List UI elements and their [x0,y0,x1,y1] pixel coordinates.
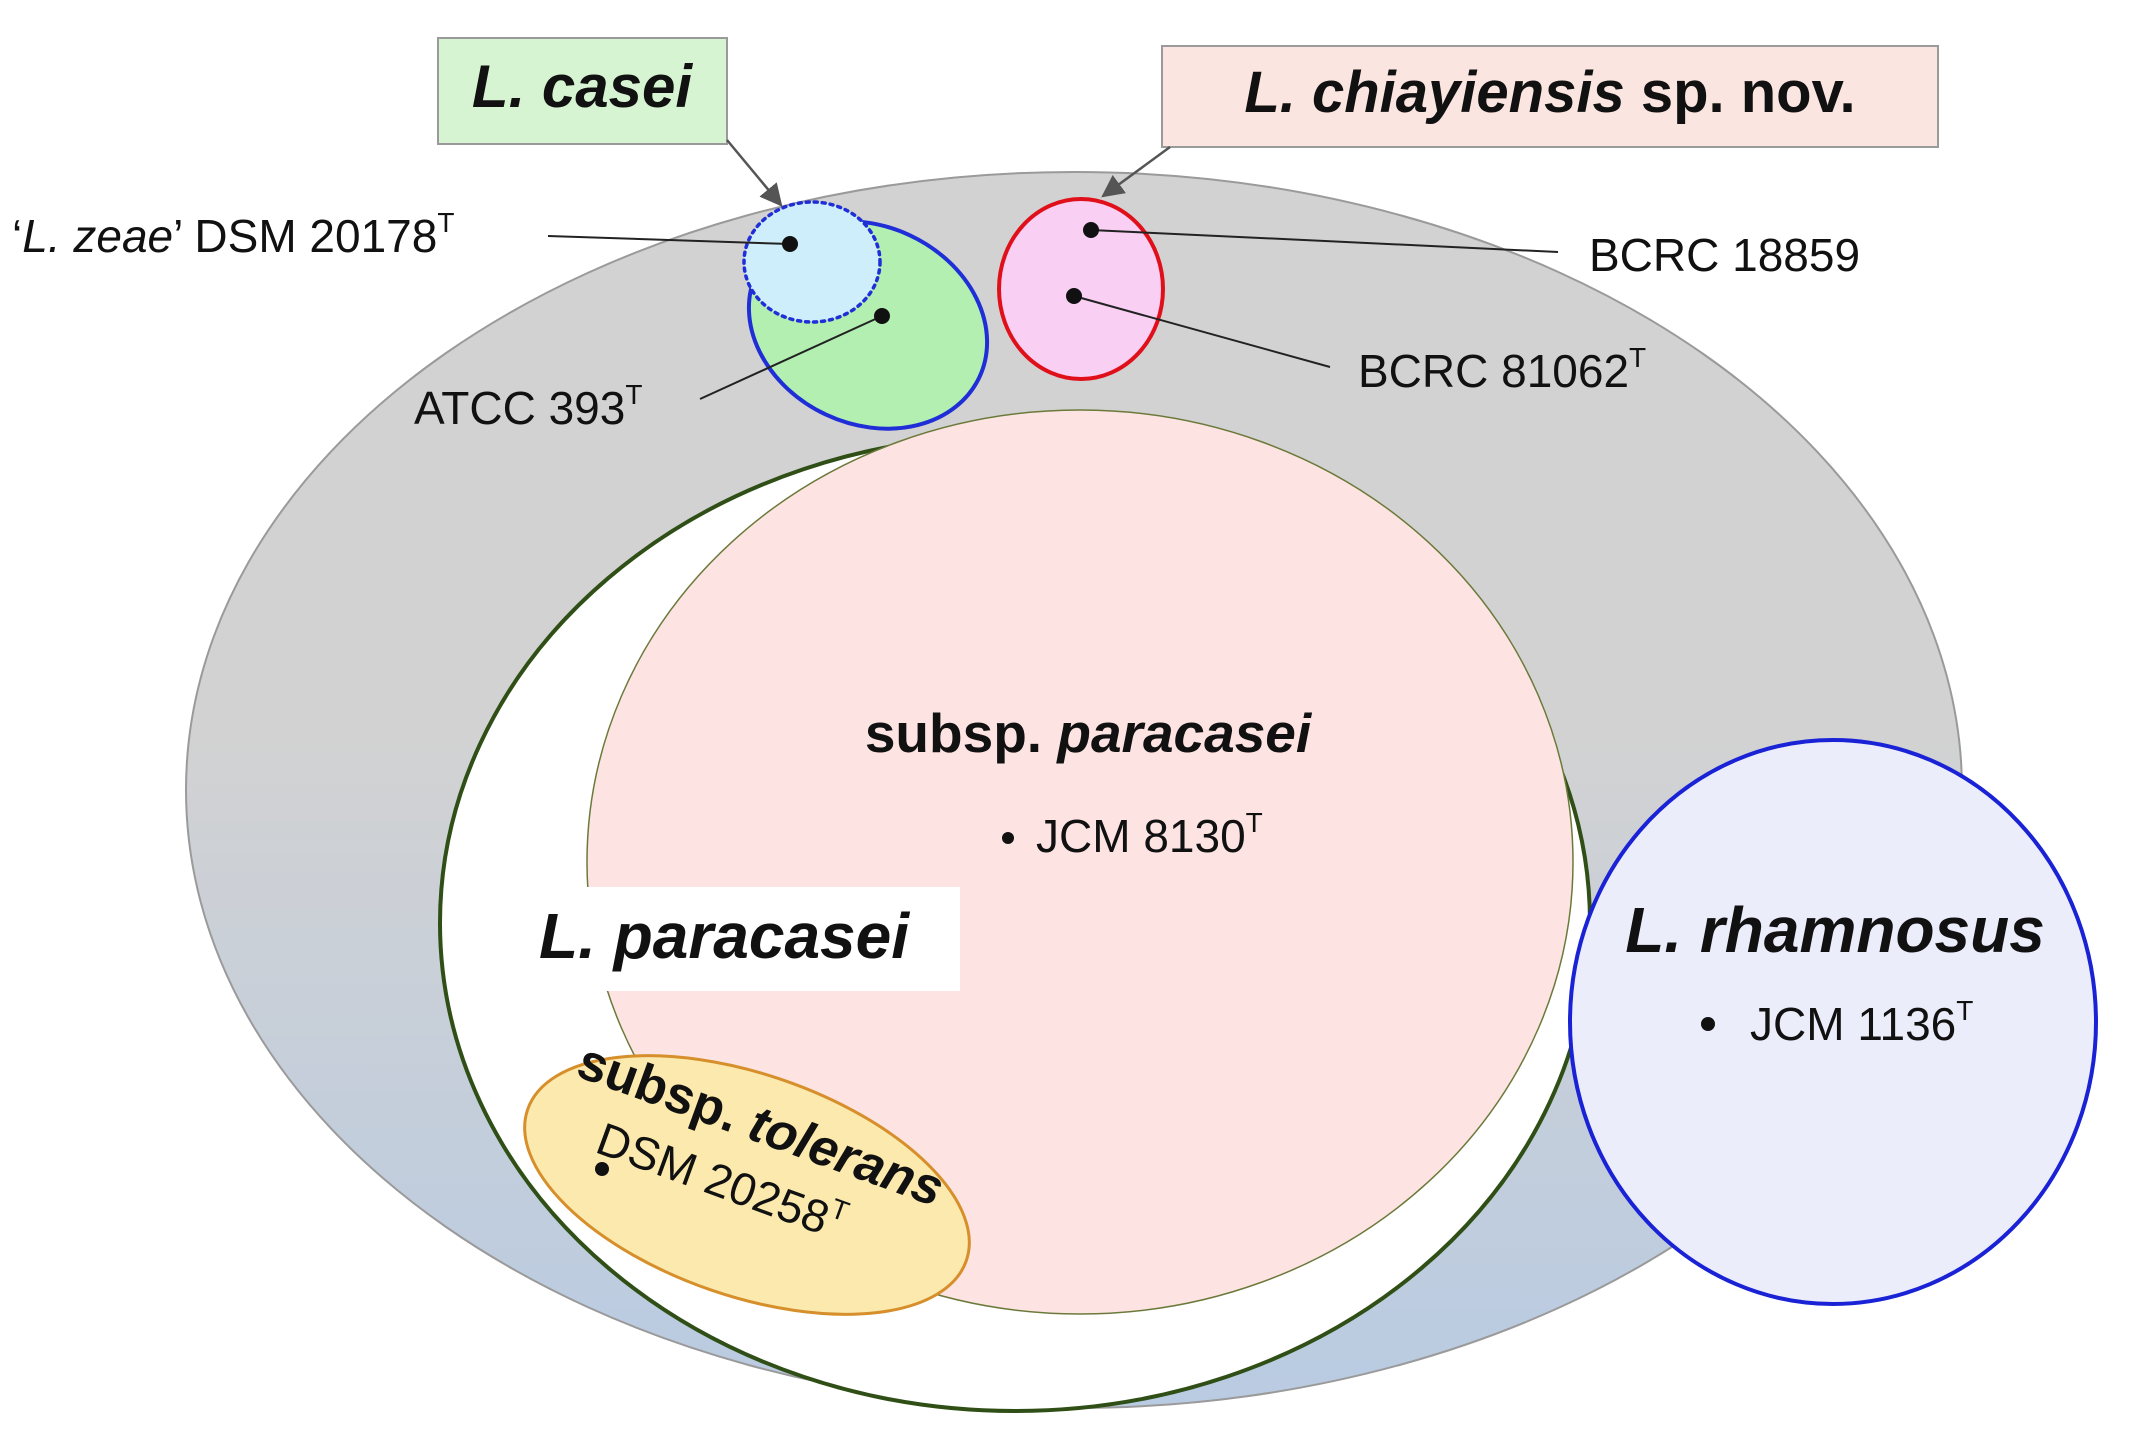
dsm20258-strain-dot [595,1162,609,1176]
chiayiensis-sp-nov: sp. nov. [1625,60,1856,125]
jcm8130-strain-dot [1002,832,1014,844]
bcrc2-leader-line [1073,295,1331,368]
bcrc2-type-mark: T [1629,342,1646,373]
zeae-strain-dot [782,236,798,252]
zeae-strain-label: ‘L. zeae’ DSM 20178T [12,207,454,262]
casei-title-box [437,37,728,145]
atcc-strain-dot [874,308,890,324]
chiayiensis-species-name: L. chiayiensis [1244,60,1624,125]
subsp-paracasei-name: paracasei [1055,702,1313,764]
bcrc2-strain-dot [1066,288,1082,304]
bcrc1-strain-label: BCRC 18859 [1589,229,1860,281]
chiayiensis-arrow [1101,145,1171,198]
atcc-leader-line [699,315,883,400]
jcm1136-strain-dot [1701,1017,1715,1031]
jcm1136-strain-label: JCM 1136T [1750,995,1973,1050]
subsp-paracasei-label: subsp. paracasei [865,702,1313,764]
casei-title: L. casei [472,53,693,120]
paracasei-label-box [488,887,960,991]
atcc-strain-label: ATCC 393T [414,379,642,434]
chiayiensis-ellipse [997,197,1165,381]
subsp-paracasei-ellipse [586,409,1574,1315]
chiayiensis-title-box [1161,45,1939,148]
bcrc1-strain-dot [1083,222,1099,238]
rhamnosus-ellipse [1568,738,2098,1306]
jcm1136-type-mark: T [1956,995,1973,1026]
atcc-type-mark: T [625,379,642,410]
jcm8130-type-mark: T [1246,807,1263,838]
zeae-name: L. zeae [22,210,173,262]
zeae-dotted-ellipse [742,200,882,324]
chiayiensis-title: L. chiayiensis sp. nov. [1244,60,1855,125]
casei-arrow [726,139,783,207]
zeae-type-mark: T [437,207,454,238]
bcrc1-leader-line [1090,229,1559,253]
rhamnosus-label: L. rhamnosus [1625,894,2045,966]
subsp-tolerans-ellipse [523,1054,971,1316]
jcm8130-strain-label: JCM 8130T [1036,807,1263,862]
bcrc2-strain-label: BCRC 81062T [1358,342,1646,397]
paracasei-label: L. paracasei [539,900,910,972]
zeae-leader-line [547,235,791,245]
